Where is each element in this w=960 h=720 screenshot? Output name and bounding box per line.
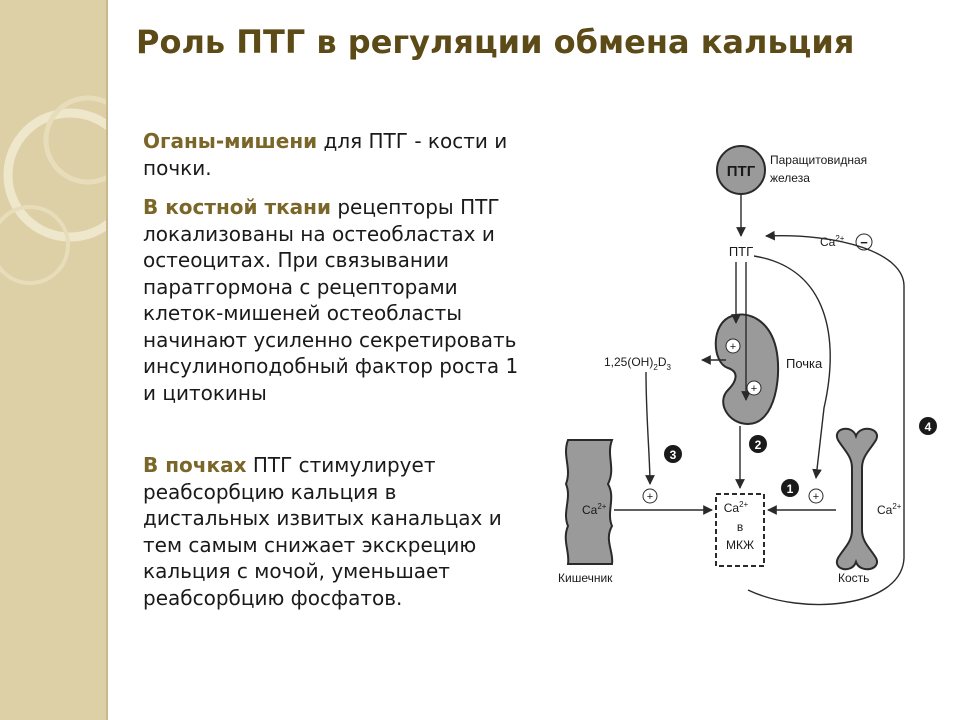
plus-sign-bone: +	[813, 491, 819, 503]
target-organs-heading: Оганы-мишени	[143, 129, 318, 153]
minus-sign: −	[860, 235, 868, 250]
bone-label: Кость	[838, 571, 869, 585]
bone-tissue-paragraph: В костной ткани рецепторы ПТГ локализова…	[143, 194, 523, 406]
bone-tissue-text: рецепторы ПТГ локализованы на остеобласт…	[143, 195, 519, 405]
bone-tissue-heading: В костной ткани	[143, 195, 331, 219]
kidney-text: ПТГ стимулирует реабсорбцию кальция в ди…	[143, 453, 502, 610]
ecf-mkzh-label: МКЖ	[726, 538, 754, 552]
plus-sign-kidney-1: +	[730, 341, 736, 353]
gland-caption-line2: железа	[770, 171, 810, 185]
intestine-ca-label: Ca2+	[582, 502, 607, 517]
plus-icon-bone	[808, 488, 824, 504]
step-2-label: 2	[755, 438, 762, 452]
ecf-in-label: в	[737, 520, 743, 534]
pth-hormone-label: ПТГ	[729, 244, 753, 259]
plus-sign-kidney-2: +	[751, 383, 757, 395]
step-2-badge	[749, 435, 767, 453]
kidney-heading: В почках	[143, 453, 247, 477]
kidney-paragraph: В почках ПТГ стимулирует реабсорбцию кал…	[143, 452, 523, 611]
step-1-label: 1	[787, 482, 794, 496]
step-1-badge	[781, 479, 799, 497]
decorative-side-band	[0, 0, 106, 720]
intestine-label: Кишечник	[558, 571, 613, 585]
step-4-label: 4	[925, 420, 932, 434]
slide-title: Роль ПТГ в регуляции обмена кальция	[136, 23, 855, 61]
kidney	[714, 313, 780, 426]
step-3-label: 3	[670, 448, 677, 462]
decorative-circles	[0, 95, 106, 285]
vitamin-d-label: 1,25(OH)2D3	[604, 355, 671, 372]
step-4-badge	[919, 417, 937, 435]
plus-icon-intestine	[642, 488, 658, 504]
ecf-calcium-box	[715, 493, 765, 567]
step-3-badge	[664, 445, 682, 463]
target-organs-text: для ПТГ - кости и почки.	[143, 129, 508, 180]
vitd-to-intestine-arrow	[645, 371, 655, 485]
target-organs-paragraph: Оганы-мишени для ПТГ - кости и почки.	[143, 128, 523, 181]
plus-sign-intestine: +	[647, 491, 653, 503]
ca-negative-feedback-line	[747, 230, 905, 606]
side-rule	[106, 0, 108, 720]
gland-caption-line1: Паращитовидная	[770, 153, 867, 167]
kidney-label: Почка	[786, 356, 823, 371]
bone-ca-label: Ca2+	[877, 502, 902, 517]
plus-icon-kidney-2	[746, 380, 762, 396]
plus-icon-kidney-1	[725, 338, 741, 354]
pth-to-bone-arrow	[753, 255, 831, 479]
gland-pth-label: ПТГ	[727, 163, 756, 180]
bone	[835, 427, 878, 571]
ecf-ca-label: Ca2+	[724, 500, 749, 515]
pth-calcium-diagram: ПТГ Паращитовидная железа ПТГ Ca2+ − Поч…	[558, 145, 937, 606]
intestine	[564, 439, 614, 565]
